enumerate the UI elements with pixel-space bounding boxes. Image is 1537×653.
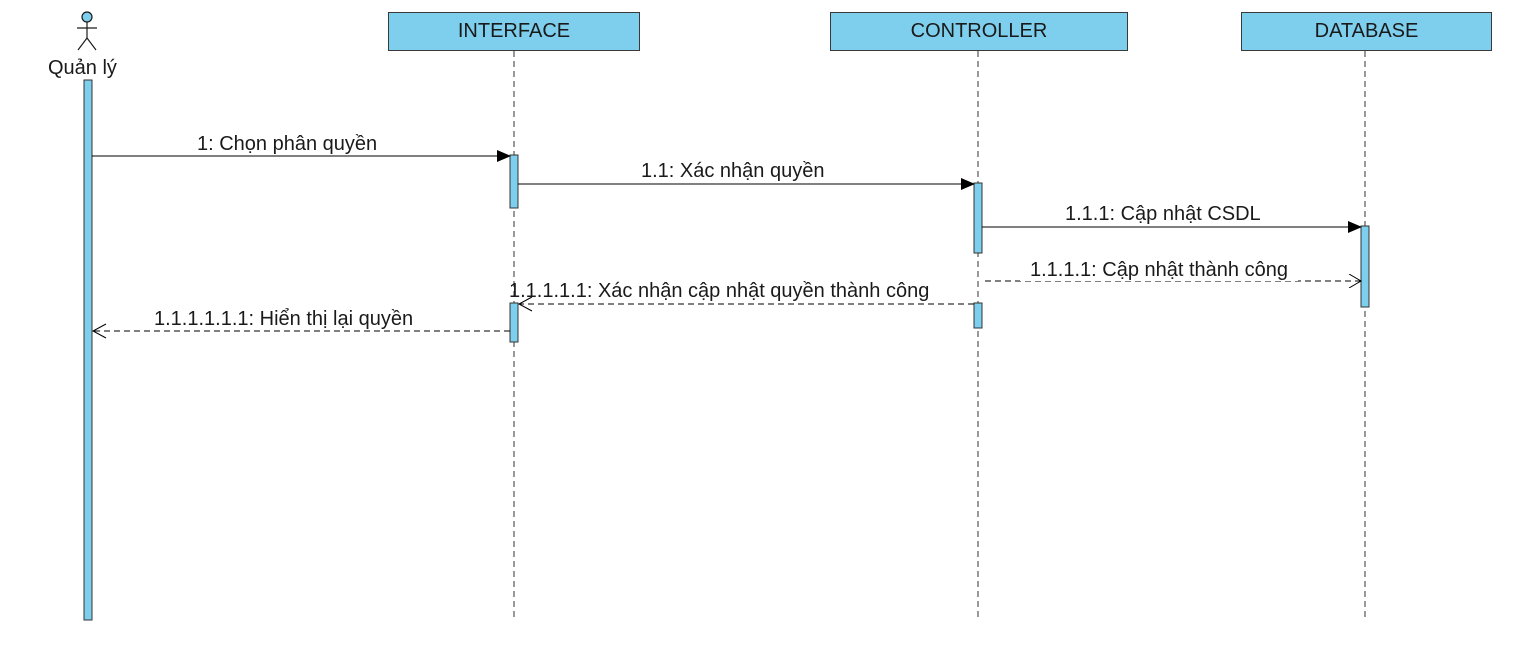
lifeline-box-controller: CONTROLLER	[830, 12, 1128, 51]
message-label-3: 1.1.1: Cập nhật CSDL	[1055, 203, 1271, 225]
activation-database	[1360, 225, 1370, 308]
activation-controller	[973, 182, 983, 254]
message-label-2: 1.1: Xác nhận quyền	[639, 160, 827, 182]
activation-actor	[83, 79, 93, 621]
message-label-5: 1.1.1.1.1: Xác nhận cập nhật quyền thành…	[509, 280, 930, 302]
actor-icon	[77, 11, 97, 51]
activation-interface-2	[509, 302, 519, 343]
message-arrowhead-5	[517, 296, 533, 312]
activation-controller-2	[973, 302, 983, 329]
message-label-1: 1: Chọn phân quyền	[187, 133, 388, 155]
lifeline-box-interface: INTERFACE	[388, 12, 640, 51]
activation-interface-1	[509, 154, 519, 209]
lifeline-box-database: DATABASE	[1241, 12, 1492, 51]
message-arrowhead-6	[91, 323, 107, 339]
message-label-4: 1.1.1.1: Cập nhật thành công	[1020, 259, 1298, 281]
message-label-6: 1.1.1.1.1.1: Hiển thị lại quyền	[144, 308, 424, 330]
actor-label: Quản lý	[48, 57, 117, 79]
